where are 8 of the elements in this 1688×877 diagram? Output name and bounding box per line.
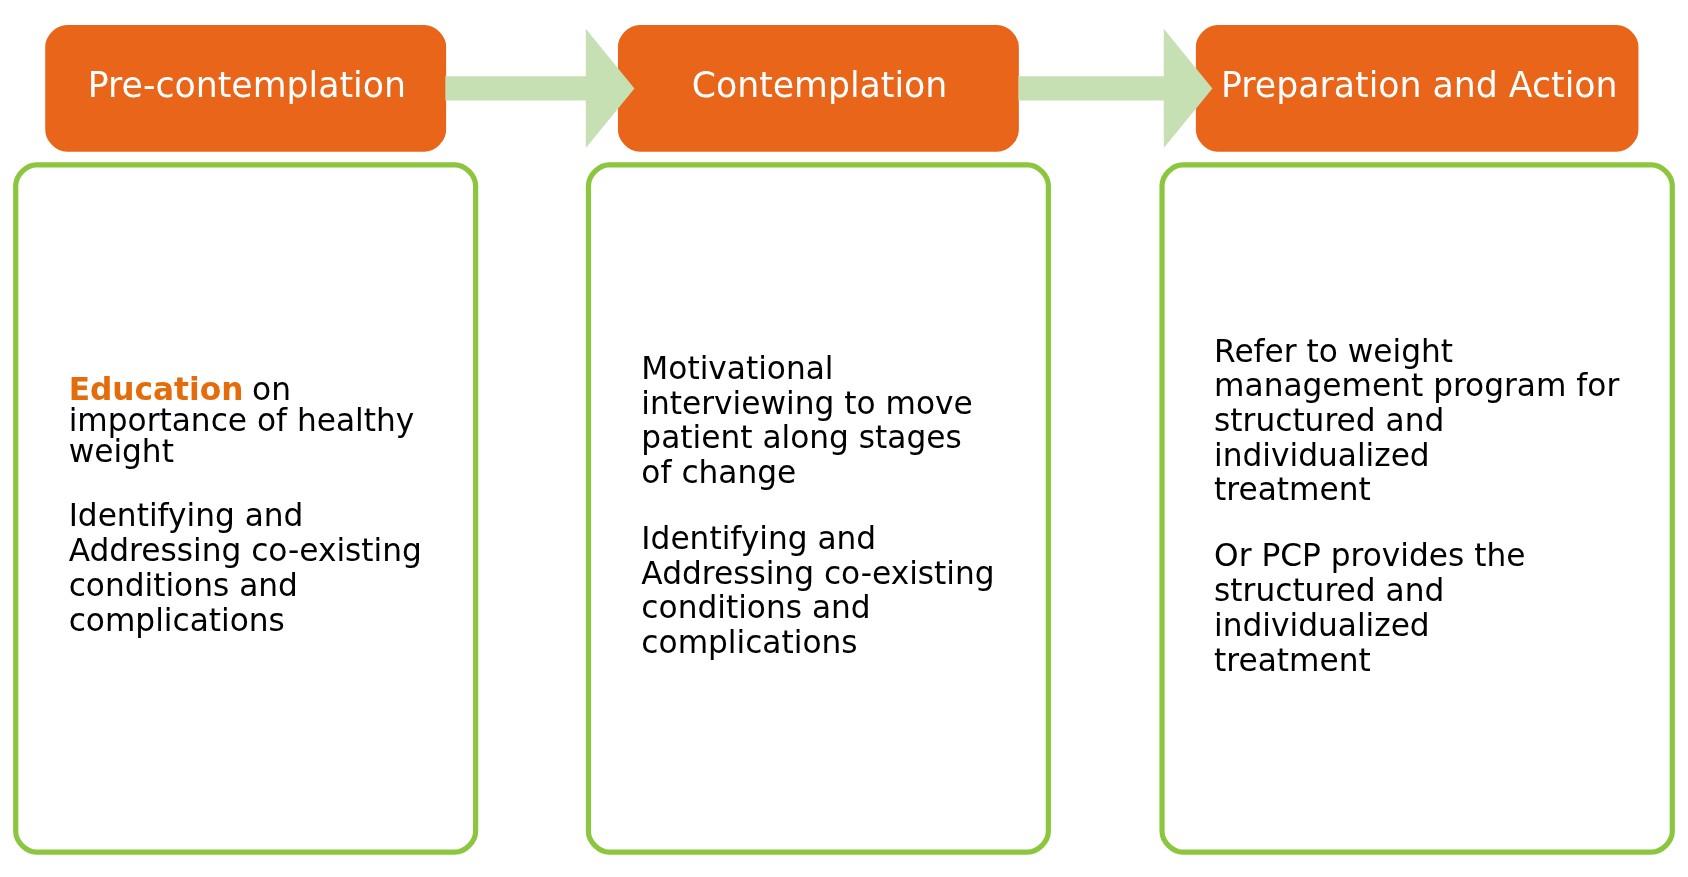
- node-box: Pre-contemplation: [45, 24, 447, 152]
- node-box: Contemplation: [617, 24, 1019, 152]
- arrow: [445, 28, 635, 148]
- node-box: Education on importance of healthy weight Identifying and Addressing co-existing conditions and complications: [13, 161, 479, 855]
- node-box: Refer to weight management program for structured and individualized treatment Or PCP provides the structured and individualized treatment: [1159, 161, 1675, 855]
- node-box: Preparation and Action: [1195, 24, 1639, 152]
- arrow: [1018, 28, 1213, 148]
- node-box: Motivational interviewing to move patient along stages of change Identifying and Addressing co-existing conditions and complications: [585, 161, 1051, 855]
